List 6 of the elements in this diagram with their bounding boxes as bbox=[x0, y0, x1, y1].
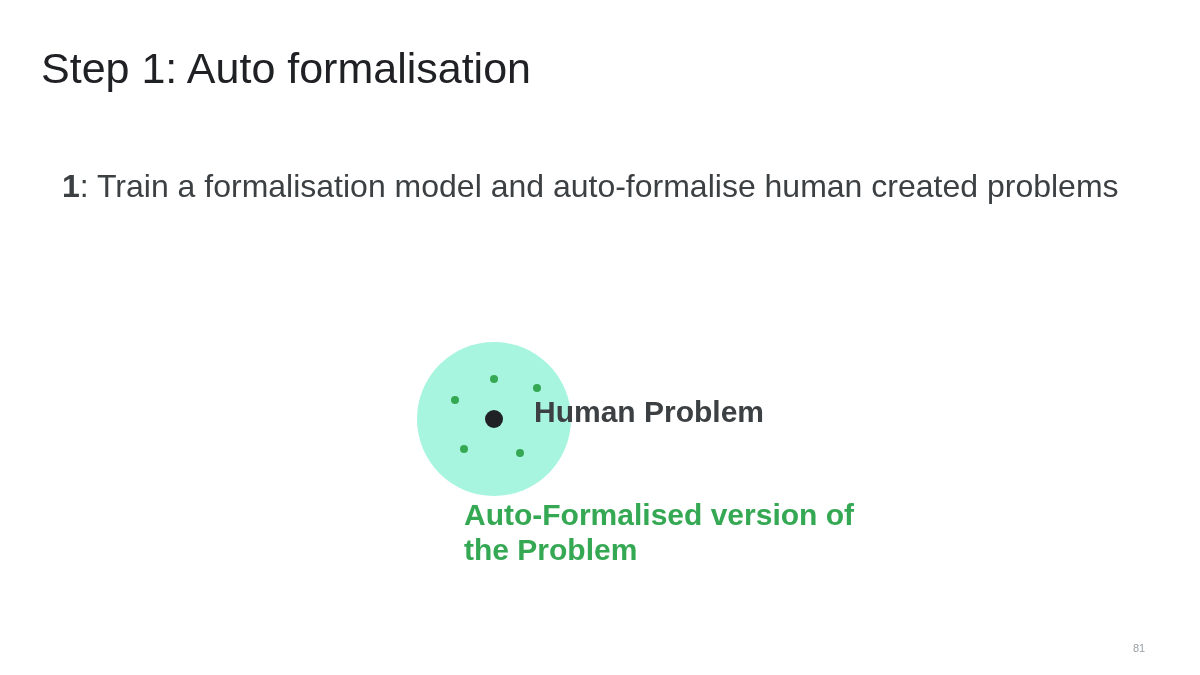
slide-title: Step 1: Auto formalisation bbox=[41, 45, 531, 93]
page-number: 81 bbox=[1133, 642, 1146, 656]
dot-caption: Human Problem bbox=[534, 394, 766, 429]
dot-marker bbox=[485, 410, 503, 428]
bullet-text: 1: Train a formalisation model and auto-formalise human created problems bbox=[62, 167, 1119, 206]
circle-caption: Auto-Formalised version of the Problem bbox=[464, 497, 856, 567]
